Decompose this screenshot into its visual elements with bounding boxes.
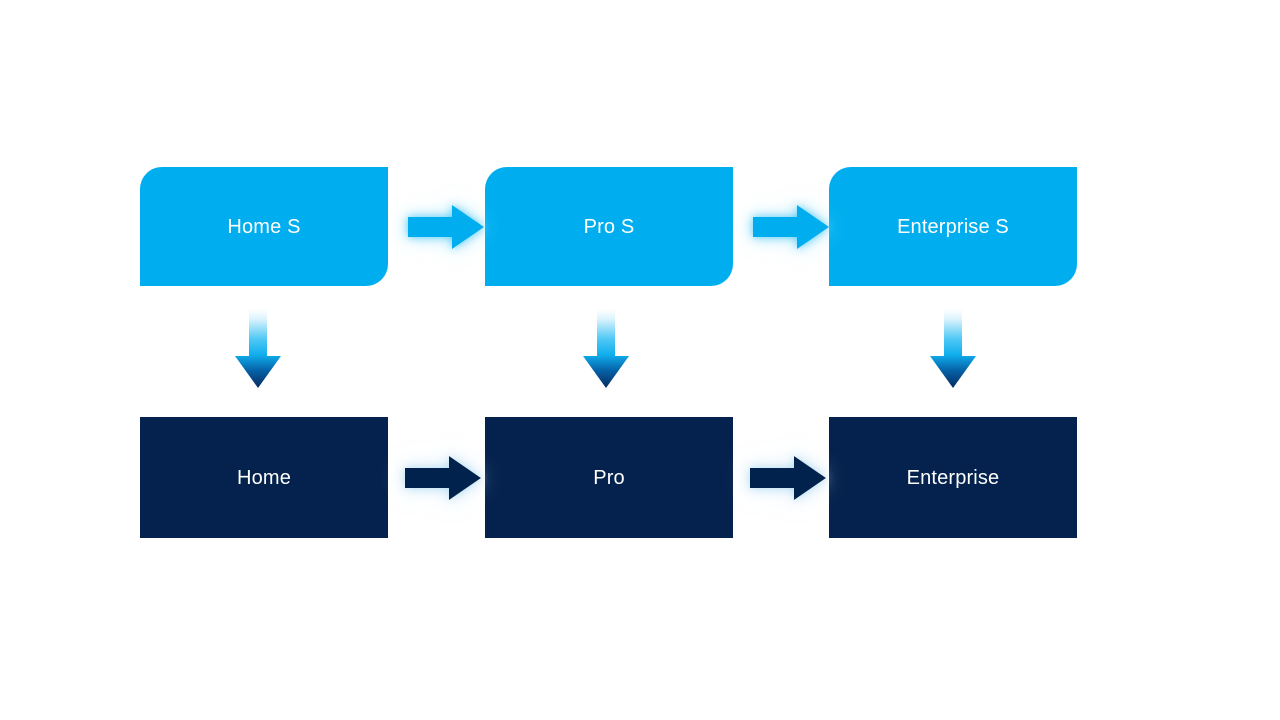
arrow-right-icon-pro-to-enterprise bbox=[748, 454, 828, 502]
product-tier-label-enterprise: Enterprise bbox=[906, 466, 1000, 489]
service-tier-label-home-s: Home S bbox=[227, 215, 301, 238]
arrow-down-icon-home-s-to-home bbox=[233, 309, 283, 389]
product-tier-label-home: Home bbox=[237, 466, 291, 489]
product-tier-label-pro: Pro bbox=[593, 466, 625, 489]
product-tier-box-enterprise[interactable]: Enterprise bbox=[829, 417, 1077, 538]
product-tier-box-pro[interactable]: Pro bbox=[485, 417, 733, 538]
service-tier-label-enterprise-s: Enterprise S bbox=[897, 215, 1009, 238]
arrow-right-icon-home-s-to-pro-s bbox=[406, 203, 486, 251]
arrow-down-icon-enterprise-s-to-enterprise bbox=[928, 309, 978, 389]
product-tier-box-home[interactable]: Home bbox=[140, 417, 388, 538]
service-tier-box-enterprise-s[interactable]: Enterprise S bbox=[829, 167, 1077, 286]
service-tier-box-home-s[interactable]: Home S bbox=[140, 167, 388, 286]
arrow-right-icon-pro-s-to-enterprise-s bbox=[751, 203, 831, 251]
service-tier-box-pro-s[interactable]: Pro S bbox=[485, 167, 733, 286]
arrow-down-icon-pro-s-to-pro bbox=[581, 309, 631, 389]
arrow-right-icon-home-to-pro bbox=[403, 454, 483, 502]
service-tier-label-pro-s: Pro S bbox=[583, 215, 635, 238]
